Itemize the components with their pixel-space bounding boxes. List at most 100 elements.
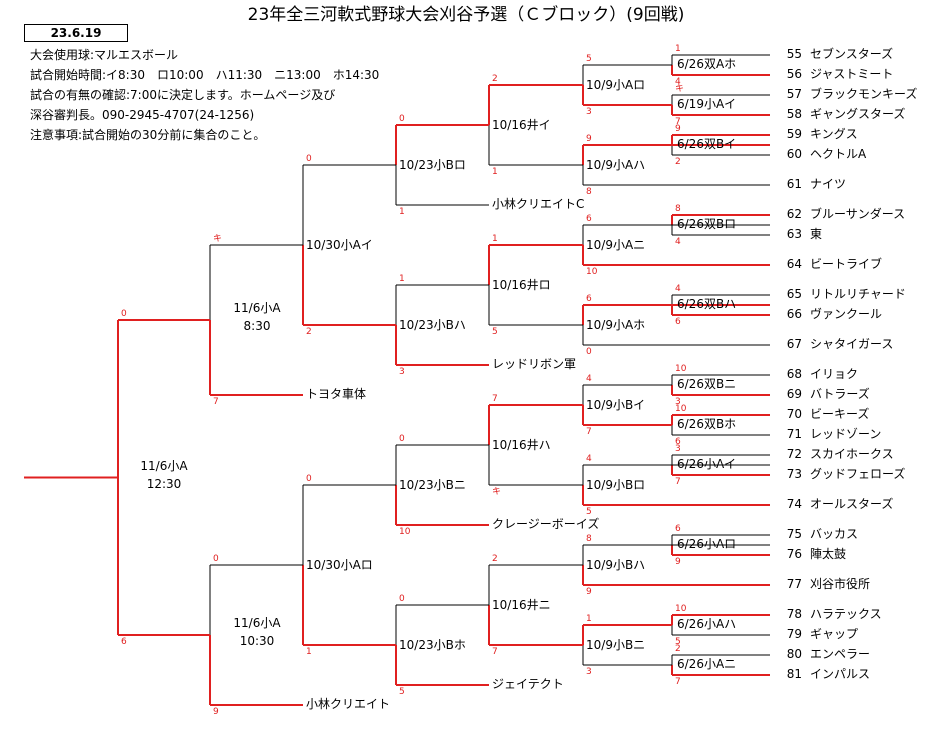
- score-top: 1: [675, 44, 681, 54]
- team-number: 74: [786, 497, 802, 511]
- match-label: 10/30小Aイ: [306, 238, 373, 252]
- team-name: リトルリチャード: [810, 287, 906, 301]
- score-bottom: 7: [675, 477, 681, 487]
- final-time: 12:30: [146, 476, 182, 491]
- score-top: 10: [675, 404, 687, 414]
- team-name: エンペラー: [810, 647, 871, 661]
- match-label: 10/16井ロ: [492, 278, 551, 292]
- score-bottom: 4: [675, 237, 681, 247]
- score-top: 4: [586, 374, 592, 384]
- team-name: セブンスターズ: [810, 47, 894, 61]
- score-bottom: 5: [675, 637, 681, 647]
- team-row: 80 エンペラー: [778, 646, 870, 662]
- team-number: 69: [786, 387, 802, 401]
- score-bottom: 3: [675, 397, 681, 407]
- team-number: 55: [786, 47, 802, 61]
- score-bottom: 5: [586, 507, 592, 517]
- team-number: 64: [786, 257, 802, 271]
- team-row: 64 ビートライブ: [778, 256, 882, 272]
- match-label: 6/26小Aロ: [677, 537, 737, 551]
- note-caution: 注意事項:試合開始の30分前に集合のこと。: [30, 128, 266, 142]
- team-number: 59: [786, 127, 802, 141]
- team-name: ヴァンクール: [810, 307, 883, 321]
- score-bottom: 10: [399, 527, 411, 537]
- score-top: 0: [121, 309, 127, 319]
- score-bottom: 6: [675, 317, 681, 327]
- score-bottom: 5: [492, 327, 498, 337]
- team-number: 81: [786, 667, 802, 681]
- score-top: 3: [675, 444, 681, 454]
- score-top: 6: [586, 294, 592, 304]
- match-time: 8:30: [243, 319, 271, 333]
- team-number: 78: [786, 607, 802, 621]
- page-title: 23年全三河軟式野球大会刈谷予選（Ｃブロック）(9回戦): [247, 5, 685, 25]
- team-name: バッカス: [810, 527, 859, 541]
- score-top: 2: [492, 554, 498, 564]
- score-top: 10: [675, 604, 687, 614]
- match-label: 10/30小Aロ: [306, 558, 373, 572]
- score-top: 6: [675, 524, 681, 534]
- score-top: 0: [399, 114, 405, 124]
- score-bottom: 4: [675, 77, 681, 87]
- score-top: 2: [492, 74, 498, 84]
- team-number: 57: [786, 87, 802, 101]
- score-top: 8: [586, 534, 592, 544]
- team-name: インパルス: [810, 667, 871, 681]
- match-label: 10/23小Bニ: [399, 478, 466, 492]
- team-name: ブラックモンキーズ: [810, 87, 918, 101]
- score-bottom: 9: [586, 587, 592, 597]
- match-label: 6/26双Bハ: [677, 297, 737, 311]
- team-row: 57 ブラックモンキーズ: [778, 86, 918, 102]
- match-label: 6/19小Aイ: [677, 97, 737, 111]
- score-bottom: 5: [399, 687, 405, 697]
- final-label: 11/6小A: [140, 458, 188, 473]
- team-name: 刈谷市役所: [810, 577, 871, 591]
- score-bottom: 7: [675, 677, 681, 687]
- match-label: 10/9小Aホ: [586, 318, 646, 332]
- team-number: 60: [786, 147, 802, 161]
- note-start-times: 試合開始時間:イ8:30 ロ10:00 ハ11:30 ニ13:00 ホ14:30: [30, 68, 380, 82]
- team-name: ビートライブ: [810, 257, 883, 271]
- team-name: シャタイガース: [810, 337, 894, 351]
- score-bottom: 6: [121, 637, 127, 647]
- match-label: 6/26双Bロ: [677, 217, 737, 231]
- team-name: スカイホークス: [810, 447, 894, 461]
- match-label: 10/16井ニ: [492, 598, 551, 612]
- score-bottom: 9: [675, 557, 681, 567]
- score-top: 1: [492, 234, 498, 244]
- score-top: 4: [586, 454, 592, 464]
- team-row: 66 ヴァンクール: [778, 306, 882, 322]
- match-time: 10:30: [239, 634, 275, 648]
- score-bottom: 1: [399, 207, 405, 217]
- team-row: 55 セブンスターズ: [778, 46, 893, 62]
- score-bottom: 7: [675, 117, 681, 127]
- team-number: 80: [786, 647, 802, 661]
- match-label: 10/23小Bハ: [399, 318, 466, 332]
- score-top: キ: [213, 234, 223, 244]
- team-name: ハラテックス: [810, 607, 882, 621]
- team-number: 70: [786, 407, 802, 421]
- team-number: 66: [786, 307, 802, 321]
- seed-team: レッドリボン軍: [492, 357, 577, 371]
- score-top: 0: [213, 554, 219, 564]
- match-label: 6/26小Aニ: [677, 657, 737, 671]
- score-top: 5: [586, 54, 592, 64]
- team-number: 62: [786, 207, 802, 221]
- score-bottom: 2: [306, 327, 312, 337]
- match-label: 11/6小A: [233, 616, 281, 630]
- score-top: 2: [675, 644, 681, 654]
- team-number: 68: [786, 367, 802, 381]
- score-bottom: 7: [586, 427, 592, 437]
- match-label: 10/16井ハ: [492, 438, 551, 452]
- match-label: 10/9小Bロ: [586, 478, 646, 492]
- match-label: 10/9小Aロ: [586, 78, 646, 92]
- team-name: ジャストミート: [810, 67, 894, 81]
